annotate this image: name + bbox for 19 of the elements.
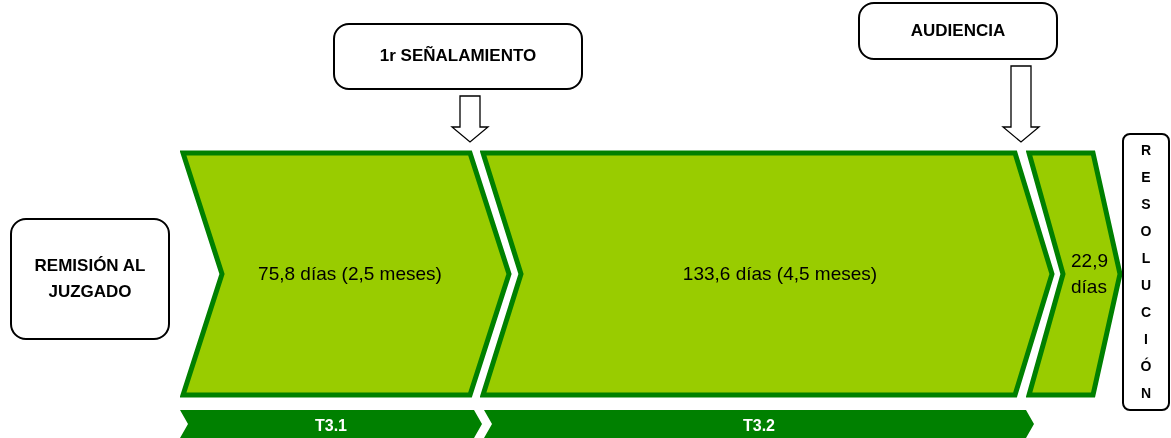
rounded-box <box>10 218 170 340</box>
duration-label: 75,8 días (2,5 meses) <box>257 262 443 287</box>
chevron-shape <box>1026 150 1123 398</box>
phase-band <box>180 410 482 438</box>
hollow-arrow <box>450 95 490 143</box>
phase-band <box>484 410 1034 438</box>
box-label: 1r SEÑALAMIENTO <box>379 45 537 68</box>
vertical-label: RESOLUCIÓN <box>1139 140 1153 404</box>
box-label: REMISIÓN AL JUZGADO <box>33 254 147 303</box>
rounded-box <box>1122 133 1170 411</box>
phase-label: T3.2 <box>742 418 776 434</box>
rounded-box <box>858 2 1058 60</box>
rounded-box <box>333 23 583 90</box>
duration-label: 133,6 días (4,5 meses) <box>681 262 879 287</box>
duration-label: 22,9 días <box>1071 249 1109 299</box>
phase-label: T3.1 <box>314 418 348 434</box>
hollow-arrow <box>1001 65 1041 143</box>
box-label: AUDIENCIA <box>910 19 1006 42</box>
chevron-shape <box>180 150 512 398</box>
